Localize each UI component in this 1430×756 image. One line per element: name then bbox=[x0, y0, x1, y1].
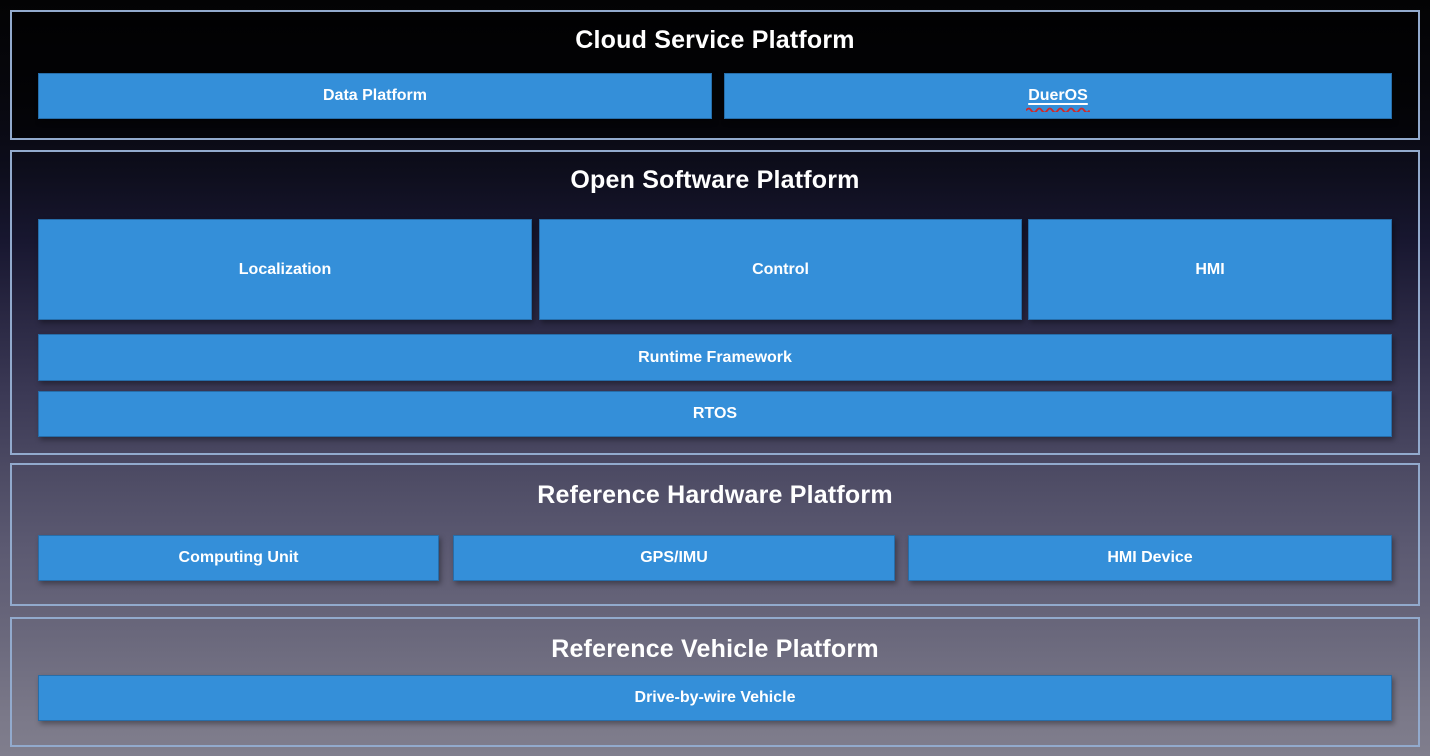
box-control: Control bbox=[539, 219, 1022, 320]
box-hmi: HMI bbox=[1028, 219, 1392, 320]
box-runtime-framework: Runtime Framework bbox=[38, 334, 1392, 381]
box-label: Control bbox=[752, 260, 809, 278]
section-open-software-platform: Open Software Platform Localization Cont… bbox=[10, 150, 1420, 455]
section-title-reference-hardware-platform: Reference Hardware Platform bbox=[537, 481, 893, 509]
box-label: Localization bbox=[238, 260, 332, 278]
box-label: Runtime Framework bbox=[638, 348, 792, 366]
box-computing-unit: Computing Unit bbox=[38, 535, 439, 581]
section-reference-hardware-platform: Reference Hardware Platform Computing Un… bbox=[10, 463, 1420, 606]
spellcheck-squiggle-icon bbox=[1026, 107, 1090, 112]
box-label: Drive-by-wire Vehicle bbox=[634, 689, 796, 706]
box-label: HMI Device bbox=[1107, 549, 1193, 566]
box-gps-imu: GPS/IMU bbox=[453, 535, 895, 581]
box-dueros: DuerOS bbox=[724, 73, 1392, 119]
section-reference-vehicle-platform: Reference Vehicle Platform Drive-by-wire… bbox=[10, 617, 1420, 747]
box-label: Computing Unit bbox=[178, 549, 299, 566]
section-title-reference-vehicle-platform: Reference Vehicle Platform bbox=[551, 635, 879, 663]
box-label: HMI bbox=[1195, 260, 1225, 278]
box-label: GPS/IMU bbox=[640, 549, 708, 566]
box-drive-by-wire-vehicle: Drive-by-wire Vehicle bbox=[38, 675, 1392, 721]
box-rtos: RTOS bbox=[38, 391, 1392, 437]
box-data-platform: Data Platform bbox=[38, 73, 712, 119]
section-cloud-service-platform: Cloud Service Platform Data Platform Due… bbox=[10, 10, 1420, 140]
dueros-label: DuerOS bbox=[1028, 87, 1088, 104]
box-localization: Localization bbox=[38, 219, 532, 320]
section-title-open-software-platform: Open Software Platform bbox=[570, 166, 860, 194]
section-title-cloud-service-platform: Cloud Service Platform bbox=[575, 26, 855, 54]
dueros-link[interactable]: DuerOS bbox=[1026, 87, 1090, 112]
box-hmi-device: HMI Device bbox=[908, 535, 1392, 581]
box-label: RTOS bbox=[692, 405, 738, 422]
box-label: Data Platform bbox=[322, 87, 428, 104]
